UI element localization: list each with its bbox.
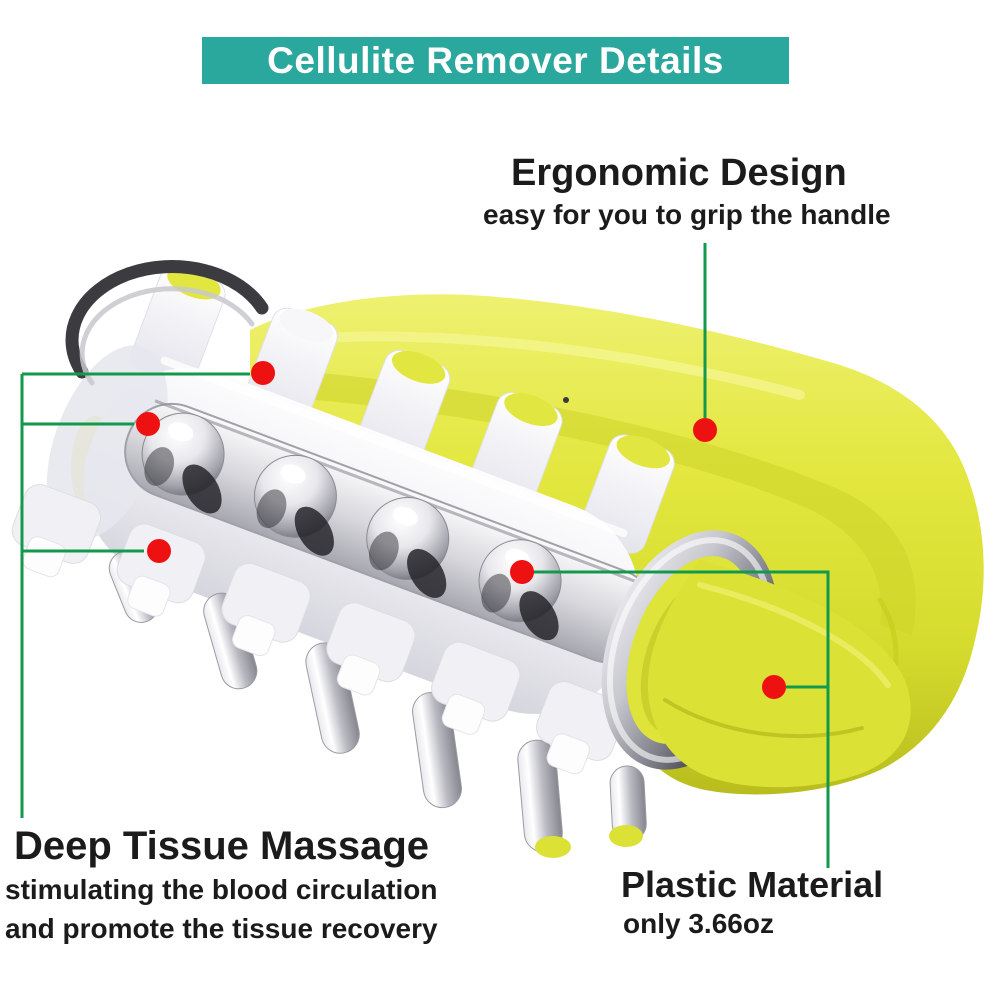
bump-knob <box>326 602 416 696</box>
pin-yellow-tip <box>609 825 643 847</box>
callout-dot <box>762 675 786 699</box>
roller-left-cap <box>46 345 168 540</box>
yellow-arm-front <box>647 560 911 788</box>
bump-knob <box>11 484 101 578</box>
bump-knob <box>116 523 206 617</box>
callout-dot <box>251 361 275 385</box>
plastic-material-subtitle: only 3.66oz <box>623 908 774 939</box>
deep-tissue-title: Deep Tissue Massage <box>14 824 430 868</box>
bump-knob <box>431 641 521 735</box>
bump-knob <box>221 562 311 657</box>
callout-dot <box>510 560 534 584</box>
callout-dot <box>136 412 160 436</box>
speck <box>563 397 569 403</box>
chrome-ball <box>141 412 225 514</box>
title-banner: Cellulite Remover Details <box>202 37 789 84</box>
roller-assembly <box>46 345 662 714</box>
roller-top-highlight <box>160 356 628 538</box>
chrome-ball <box>253 454 337 556</box>
ergonomic-design-subtitle: easy for you to grip the handle <box>483 199 891 230</box>
bump-knob <box>535 681 626 775</box>
plastic-material-title: Plastic Material <box>621 864 884 905</box>
callout-dot <box>147 539 171 563</box>
deep-tissue-subtitle-line1: stimulating the blood circulation <box>5 874 438 905</box>
chrome-ball <box>366 497 450 598</box>
ergonomic-design-title: Ergonomic Design <box>511 152 847 194</box>
channel-lip <box>154 399 662 593</box>
left-cap-chrome-rim <box>65 260 269 386</box>
callouts <box>20 243 830 868</box>
roller-bottom-knobs <box>11 484 626 775</box>
deep-tissue-subtitle-line2: and promote the tissue recovery <box>5 913 438 944</box>
callout-dot <box>693 418 717 442</box>
yellow-handle-highlight <box>315 331 805 400</box>
callout-dots <box>136 361 786 699</box>
callout-line <box>528 570 830 868</box>
pin-yellow-tip <box>535 836 571 858</box>
